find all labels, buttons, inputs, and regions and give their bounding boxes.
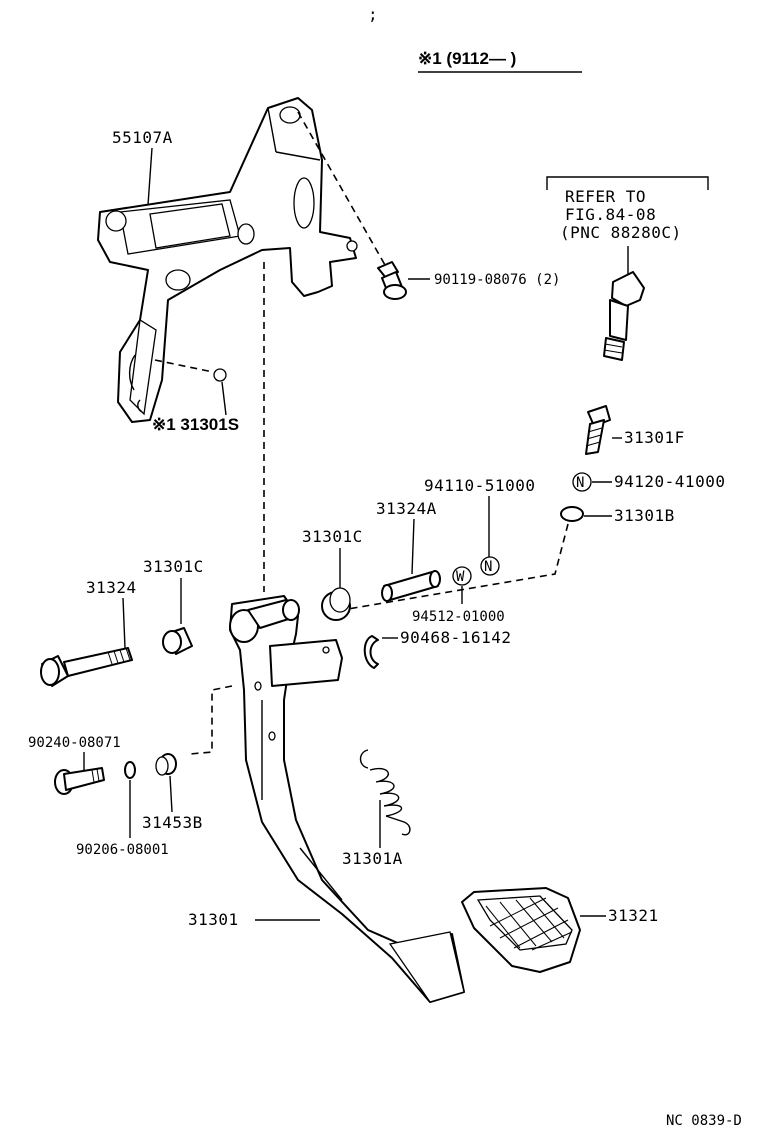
label-washer-w: 94512-01000 xyxy=(412,609,505,625)
label-small-bolt: 90240-08071 xyxy=(28,735,121,751)
small-bushing xyxy=(155,753,177,776)
label-small-bushing: 31453B xyxy=(142,813,203,832)
washer-w-symbol xyxy=(452,566,472,586)
pedal-arm xyxy=(229,595,465,1003)
switch-bolt xyxy=(585,405,611,455)
label-bushing-right: 31301C xyxy=(302,527,363,546)
bushing-right xyxy=(321,587,351,621)
washer-small xyxy=(124,761,136,779)
label-bracket-bolt: 90119-08076 (2) xyxy=(434,272,560,288)
pedal-bracket xyxy=(97,97,358,423)
shaft-bolt xyxy=(40,647,133,687)
label-washer-small: 90206-08001 xyxy=(76,842,169,858)
clutch-switch xyxy=(603,246,645,361)
label-shaft-bolt: 31324 xyxy=(86,578,137,597)
return-spring xyxy=(359,749,411,836)
small-bolt xyxy=(54,767,105,795)
refer-line3: (PNC 88280C) xyxy=(560,223,682,242)
collar-long xyxy=(381,570,441,602)
label-bracket-sub: ※1 31301S xyxy=(152,415,239,434)
label-bushing-left: 31301C xyxy=(143,557,204,576)
label-nut-right: 94120-41000 xyxy=(614,472,725,491)
label-bracket: 55107A xyxy=(112,128,173,147)
label-cushion: 31301B xyxy=(614,506,675,525)
nut-left-mark: N xyxy=(484,559,492,575)
cushion xyxy=(560,506,584,522)
washer-w-mark: W xyxy=(456,569,465,585)
bracket-bolt xyxy=(377,261,407,300)
label-pedal-arm: 31301 xyxy=(188,910,239,929)
dot-mark: ; xyxy=(368,5,378,24)
label-spring: 31301A xyxy=(342,849,403,868)
footer-code: NC 0839-D xyxy=(666,1113,742,1129)
clip xyxy=(363,635,379,669)
nut-right-symbol xyxy=(572,472,592,492)
pedal-pad xyxy=(461,887,581,973)
nut-left-symbol xyxy=(480,556,500,576)
label-nut-left: 94110-51000 xyxy=(424,476,535,495)
label-pedal-pad: 31321 xyxy=(608,906,659,925)
refer-line1: REFER TO xyxy=(565,187,646,206)
label-switch-bolt: 31301F xyxy=(624,428,685,447)
variant-note: ※1 (9112— ) xyxy=(418,49,516,68)
label-collar-long: 31324A xyxy=(376,499,437,518)
nut-right-mark: N xyxy=(576,475,584,491)
bushing-left xyxy=(162,627,193,655)
refer-line2: FIG.84-08 xyxy=(565,205,656,224)
label-clip: 90468-16142 xyxy=(400,628,511,647)
refer-box: REFER TO FIG.84-08 (PNC 88280C) xyxy=(546,176,709,242)
